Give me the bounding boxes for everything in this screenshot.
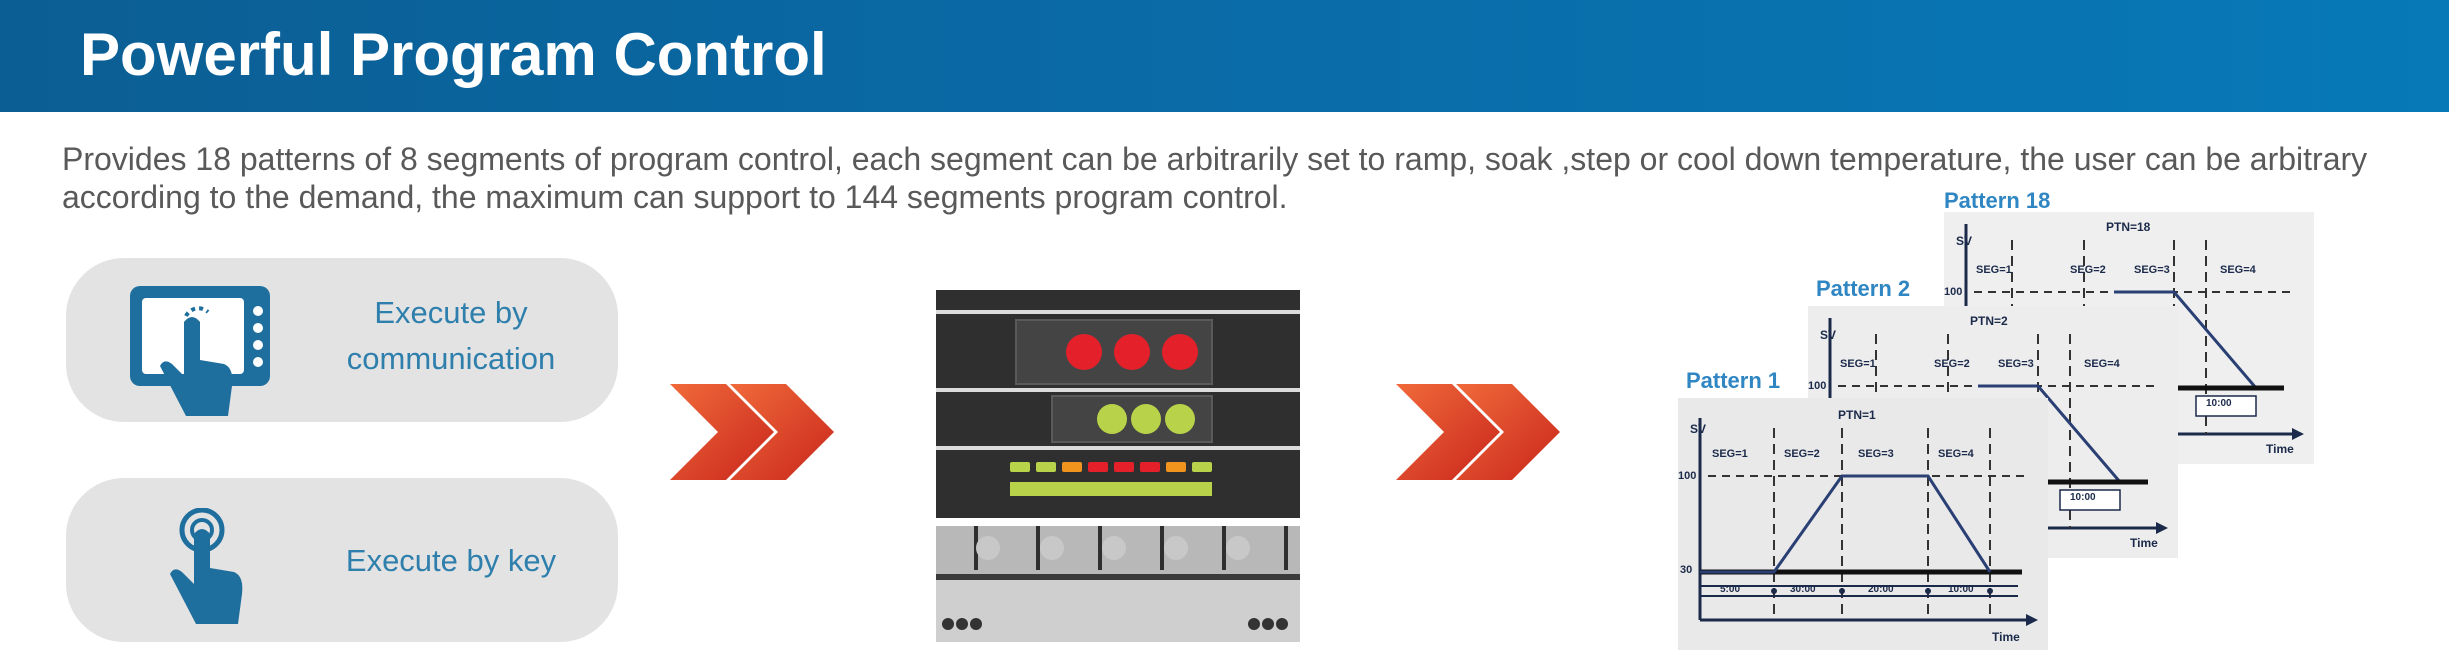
pattern-18-seg2: SEG=2 [2070,264,2106,276]
pattern-18-y100: 100 [1944,286,1963,298]
pattern-2-seg3: SEG=3 [1998,358,2034,370]
pattern-2-seg1: SEG=1 [1840,358,1876,370]
execute-by-communication-card: Execute by communication [66,258,618,422]
pattern-1-sv-label: SV [1690,422,1707,436]
pattern-1-seg4: SEG=4 [1938,448,1974,460]
pattern-2-seg2: SEG=2 [1934,358,1970,370]
double-chevron-right-icon-2 [1396,384,1560,480]
red-indicator-light [1162,334,1198,370]
green-indicator-light [1097,404,1127,434]
pattern-2-xlabel: Time [2130,536,2158,550]
method-label-line1: Execute by [374,295,528,330]
pattern-1-seg3: SEG=3 [1858,448,1894,460]
pattern-2-seg4: SEG=4 [2084,358,2120,370]
pattern-1-xlabel: Time [1992,630,2020,644]
temperature-controller-device [936,290,1300,642]
double-chevron-right-icon [670,384,834,480]
pattern-18-ptn-label: PTN=18 [2106,220,2151,234]
pattern-18-xlabel: Time [2266,442,2294,456]
green-indicator-light [1131,404,1161,434]
pattern-2-ptn-label: PTN=2 [1970,314,2008,328]
execute-by-key-card: Execute by key [66,478,618,642]
pattern-18-label: Pattern 18 [1944,188,2051,213]
pattern-1-seg1: SEG=1 [1712,448,1748,460]
red-indicator-light [1114,334,1150,370]
execute-by-communication-label: Execute by communication [306,290,596,382]
pattern-18-time-box: 10:00 [2206,398,2232,409]
execute-by-key-label: Execute by key [345,543,557,578]
pattern-18-sv-label: SV [1956,234,1973,248]
method-label-line2: communication [346,341,556,376]
description-text: Provides 18 patterns of 8 segments of pr… [62,141,2368,215]
pattern-1-label: Pattern 1 [1686,368,1781,393]
pattern-18-seg4: SEG=4 [2220,264,2256,276]
red-indicator-light [1066,334,1102,370]
pattern-1-time-4: 10:00 [1948,584,1974,595]
pattern-2-sv-label: SV [1820,328,1837,342]
pattern-1-seg2: SEG=2 [1784,448,1820,460]
pattern-18-seg1: SEG=1 [1976,264,2012,276]
page-title: Powerful Program Control [80,21,827,88]
pattern-1-y30: 30 [1680,564,1693,576]
header-banner: Powerful Program Control [0,0,2449,112]
green-indicator-light [1165,404,1195,434]
pattern-1-time-3: 20:00 [1868,584,1894,595]
touch-key-icon [170,508,243,624]
pattern-2-label: Pattern 2 [1816,276,1911,301]
pattern-1-time-1: 5:00 [1720,584,1741,595]
pattern-1-time-2: 30:00 [1790,584,1816,595]
pattern-1-ptn-label: PTN=1 [1838,408,1876,422]
pattern-18-seg3: SEG=3 [2134,264,2170,276]
pattern-2-time-box: 10:00 [2070,492,2096,503]
pattern-1-y100: 100 [1678,470,1697,482]
pattern-1-chart: SV PTN=1 100 30 SEG=1 SEG=2 SEG=3 SEG=4 … [1678,398,2048,650]
pattern-2-y100: 100 [1808,380,1827,392]
touch-screen-icon [130,286,270,416]
